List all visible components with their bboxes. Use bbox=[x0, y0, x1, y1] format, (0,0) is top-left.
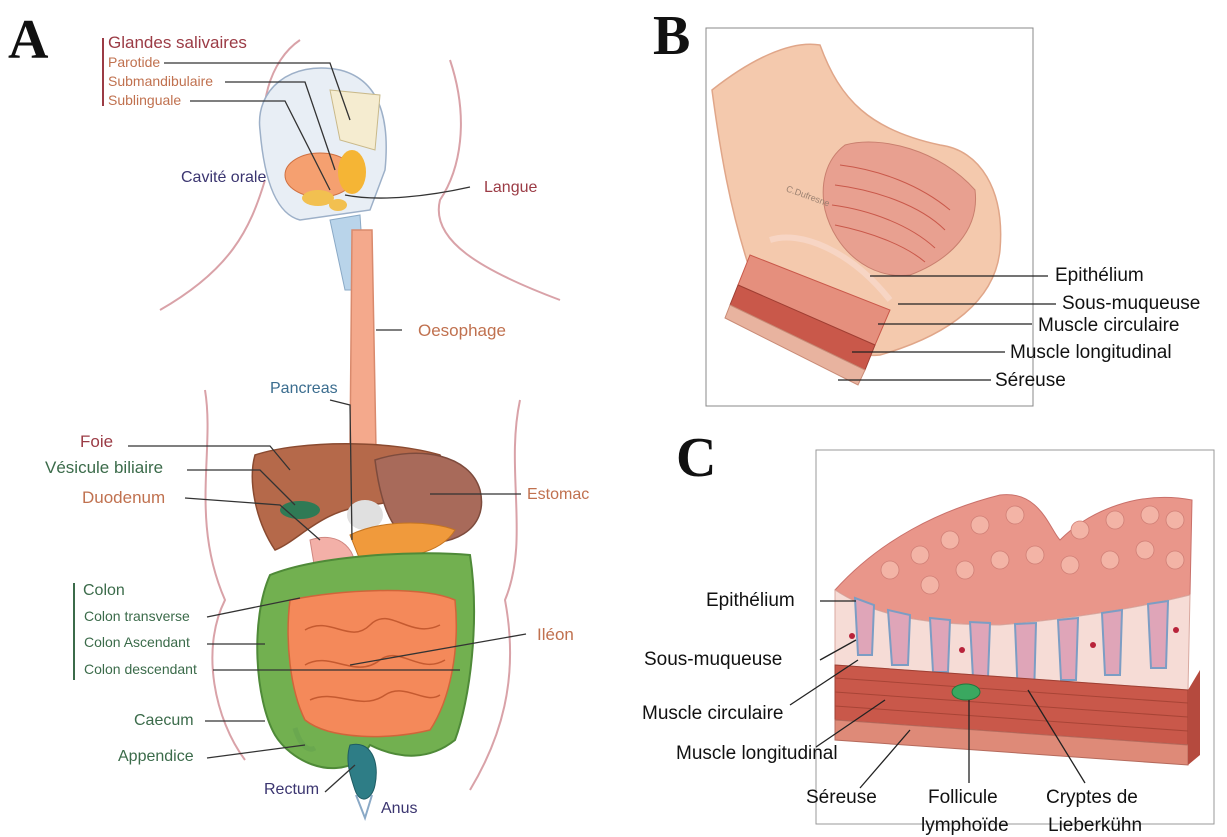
c-circular-muscle-label: Muscle circulaire bbox=[642, 704, 783, 723]
c-follicle-label-line2: lymphoïde bbox=[921, 816, 1009, 835]
panel-a-digestive-system: A Glandes salivaires Parotide Submandibu… bbox=[0, 0, 620, 837]
panel-b-letter: B bbox=[653, 8, 690, 64]
sublingual-label: Sublinguale bbox=[108, 93, 181, 107]
c-serosa-label: Séreuse bbox=[806, 788, 877, 807]
b-circular-muscle-label: Muscle circulaire bbox=[1038, 316, 1179, 335]
descending-colon-label: Colon descendant bbox=[84, 662, 197, 676]
caecum-label: Caecum bbox=[134, 713, 194, 729]
salivary-glands-title: Glandes salivaires bbox=[108, 34, 247, 51]
b-longitudinal-muscle-label: Muscle longitudinal bbox=[1010, 343, 1172, 362]
panel-b-intestinal-wall: B C.Dufresne Epithélium Sous-muqueuse Mu… bbox=[620, 0, 1227, 420]
digestive-system-illustration bbox=[0, 0, 620, 837]
anus-label: Anus bbox=[381, 801, 417, 817]
c-follicle-label-line1: Follicule bbox=[928, 788, 998, 807]
rectum-label: Rectum bbox=[264, 782, 319, 798]
ileum-label: Iléon bbox=[537, 626, 574, 643]
c-crypts-label-line2: Lieberkühn bbox=[1048, 816, 1142, 835]
esophagus-label: Oesophage bbox=[418, 322, 506, 339]
gallbladder-label: Vésicule biliaire bbox=[45, 459, 163, 476]
panel-c-letter: C bbox=[676, 430, 716, 486]
b-serosa-label: Séreuse bbox=[995, 371, 1066, 390]
submandibular-label: Submandibulaire bbox=[108, 74, 213, 88]
colon-title: Colon bbox=[83, 583, 125, 599]
tongue-label: Langue bbox=[484, 180, 537, 196]
b-epithelium-label: Epithélium bbox=[1055, 266, 1144, 285]
c-crypts-label-line1: Cryptes de bbox=[1046, 788, 1138, 807]
transverse-colon-label: Colon transverse bbox=[84, 609, 190, 623]
appendix-label: Appendice bbox=[118, 749, 194, 765]
c-epithelium-label: Epithélium bbox=[706, 591, 795, 610]
stomach-label: Estomac bbox=[527, 487, 589, 503]
panel-a-letter: A bbox=[8, 12, 48, 68]
panel-c-mucosa-section: C bbox=[620, 420, 1227, 837]
parotid-label: Parotide bbox=[108, 55, 160, 69]
c-submucosa-label: Sous-muqueuse bbox=[644, 650, 782, 669]
b-submucosa-label: Sous-muqueuse bbox=[1062, 294, 1200, 313]
oral-cavity-label: Cavité orale bbox=[181, 170, 266, 186]
duodenum-label: Duodenum bbox=[82, 489, 165, 506]
liver-label: Foie bbox=[80, 433, 113, 450]
pancreas-label: Pancreas bbox=[270, 381, 338, 397]
ascending-colon-label: Colon Ascendant bbox=[84, 635, 190, 649]
c-longitudinal-muscle-label: Muscle longitudinal bbox=[676, 744, 838, 763]
